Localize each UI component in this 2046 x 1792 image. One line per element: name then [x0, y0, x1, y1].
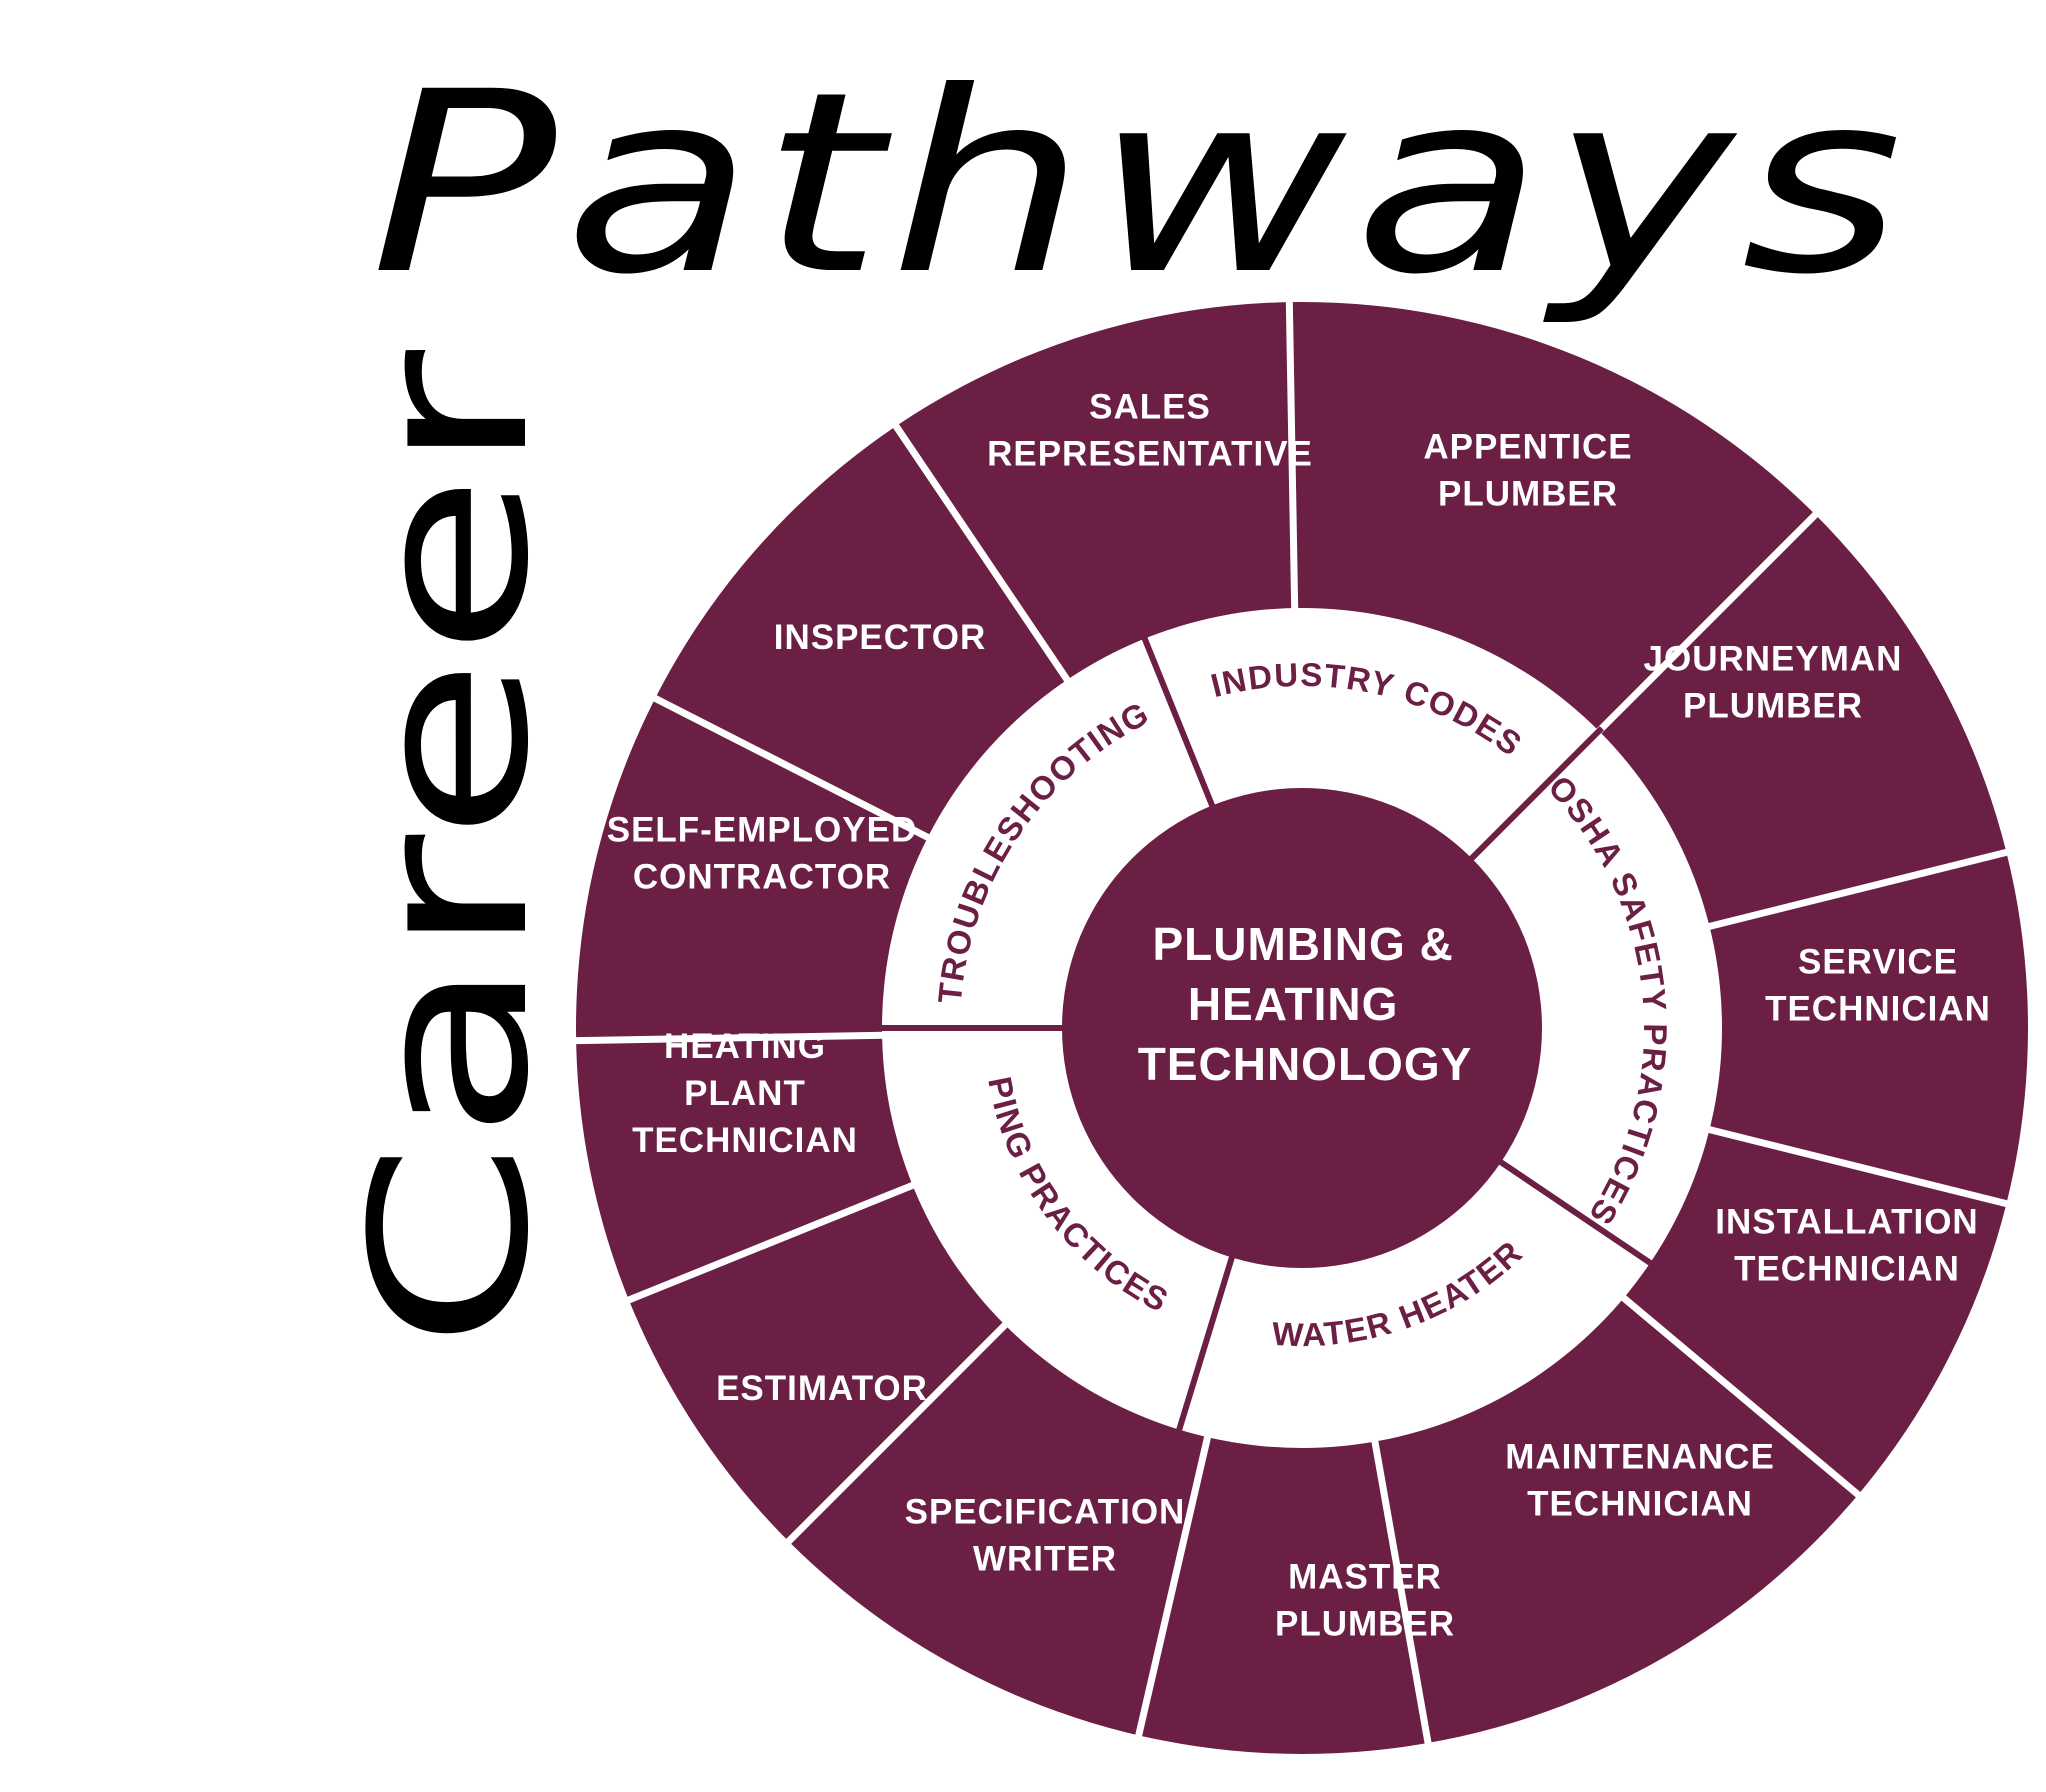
career-label-line: TECHNICIAN: [1527, 1485, 1753, 1524]
career-label: ESTIMATOR: [716, 1369, 928, 1408]
career-divider: [1595, 507, 1823, 735]
career-label-line: TECHNICIAN: [1734, 1250, 1960, 1289]
career-label: MASTER PLUMBER: [1275, 1558, 1455, 1644]
skills-divider: [1140, 633, 1217, 811]
career-label-line: INSPECTOR: [774, 618, 987, 657]
career-label: MAINTENANCE TECHNICIAN: [1505, 1438, 1775, 1524]
career-label-line: APPENTICE: [1423, 428, 1632, 467]
career-divider: [648, 692, 932, 842]
career-label-line: PLUMBER: [1683, 687, 1863, 726]
career-label-line: ESTIMATOR: [716, 1369, 928, 1408]
skills-ring-dividers: [878, 633, 1656, 1435]
career-label-line: SELF-EMPLOYED: [607, 811, 918, 850]
career-label-line: SERVICE: [1798, 943, 1958, 982]
career-label: SELF-EMPLOYED CONTRACTOR: [607, 811, 918, 897]
center-circle: [1062, 788, 1542, 1268]
career-divider: [1706, 1125, 2014, 1209]
career-label-line: TECHNICIAN: [632, 1121, 858, 1160]
skills-divider: [1175, 1252, 1236, 1435]
career-label-line: SALES: [1089, 388, 1211, 427]
career-label-line: JOURNEYMAN: [1644, 640, 1903, 679]
title-pathways: Pathways: [370, 38, 1910, 329]
center-line: PLUMBING &: [1152, 918, 1453, 970]
career-label: SALES REPRESENTATIVE: [987, 388, 1313, 474]
career-label-line: INSTALLATION: [1715, 1203, 1978, 1242]
career-ring-dividers: [570, 296, 2014, 1750]
career-label-line: PLUMBER: [1275, 1605, 1455, 1644]
career-label: HEATING PLANT TECHNICIAN: [632, 1027, 858, 1160]
career-divider: [1619, 1294, 1865, 1502]
center-label: PLUMBING & HEATING TECHNOLOGY: [1138, 918, 1473, 1090]
career-label: SERVICE TECHNICIAN: [1765, 943, 1991, 1029]
career-divider: [570, 1031, 885, 1045]
career-labels: APPENTICE PLUMBER JOURNEYMAN PLUMBER SERVICE…: [607, 388, 1991, 1644]
center-hub: PLUMBING & HEATING TECHNOLOGY: [1062, 788, 1542, 1268]
title-career: Career: [325, 349, 576, 1350]
career-label: APPENTICE PLUMBER: [1423, 428, 1632, 514]
career-divider: [781, 1321, 1009, 1549]
career-divider: [1133, 1434, 1212, 1743]
career-label-line: MASTER: [1288, 1558, 1442, 1597]
career-label-line: REPRESENTATIVE: [987, 435, 1313, 474]
career-label-line: TECHNICIAN: [1765, 990, 1991, 1029]
career-divider: [889, 419, 1072, 684]
career-label-line: PLANT: [684, 1074, 806, 1113]
career-label: SPECIFICATION WRITER: [905, 1493, 1186, 1579]
career-label-line: HEATING: [664, 1027, 826, 1066]
center-line: TECHNOLOGY: [1138, 1038, 1473, 1090]
career-label-line: MAINTENANCE: [1505, 1438, 1775, 1477]
career-label: JOURNEYMAN PLUMBER: [1644, 640, 1903, 726]
career-divider: [1706, 847, 2014, 931]
center-line: HEATING: [1188, 978, 1399, 1030]
skills-divider: [1495, 1157, 1656, 1268]
career-divider: [1371, 1439, 1433, 1750]
career-divider: [621, 1181, 916, 1306]
career-label-line: PLUMBER: [1438, 475, 1618, 514]
career-label-line: CONTRACTOR: [633, 858, 891, 897]
career-label: INSTALLATION TECHNICIAN: [1715, 1203, 1978, 1289]
skills-divider: [1466, 726, 1604, 864]
career-label-line: WRITER: [973, 1540, 1117, 1579]
career-label: INSPECTOR: [774, 618, 987, 657]
career-label-line: SPECIFICATION: [905, 1493, 1186, 1532]
career-divider: [1285, 296, 1299, 611]
